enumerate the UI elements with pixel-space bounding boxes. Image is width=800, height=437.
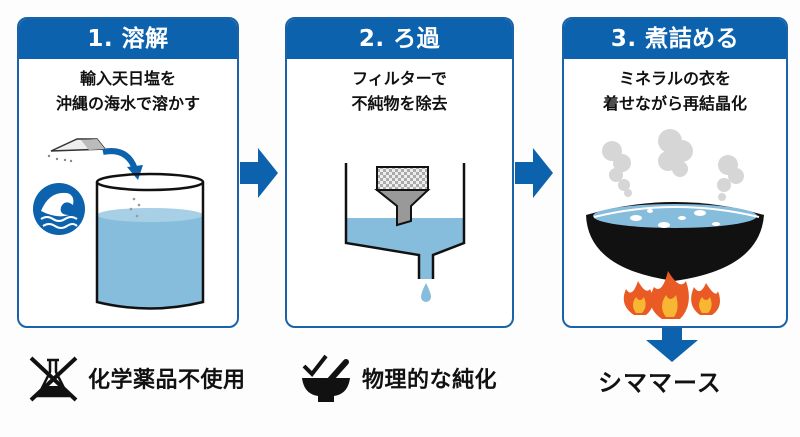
vessel-icon: [344, 163, 466, 279]
filter-icon: [374, 166, 431, 227]
step-2-title: 2. ろ過: [287, 19, 512, 59]
result-product-name: シママース: [598, 369, 722, 397]
step-3-title: 3. 煮詰める: [564, 19, 786, 59]
step-3-card: 3. 煮詰める ミネラルの衣を 着せながら再結晶化: [562, 17, 788, 328]
step-1-card: 1. 溶解 輸入天日塩を 沖縄の海水で溶かす: [17, 17, 239, 328]
step-3-description: ミネラルの衣を 着せながら再結晶化: [602, 69, 747, 113]
pour-arrow-icon: [102, 148, 138, 171]
mortar-check-icon: [302, 354, 350, 402]
feature-label: 化学薬品不使用: [88, 368, 246, 393]
feature-physical-purification: 物理的な純化: [300, 352, 497, 404]
arrow-right-icon: [240, 148, 278, 198]
arrow-down-icon: [646, 328, 698, 362]
feature-label: 物理的な純化: [362, 368, 498, 393]
salt-pile-icon: [47, 138, 107, 163]
arrow-right-icon: [515, 148, 553, 198]
fire-icon: [623, 271, 720, 319]
step-2-card: 2. ろ過 フィルターで 不純物を除去: [285, 17, 514, 328]
step-2-description: フィルターで 不純物を除去: [351, 69, 448, 113]
step-1-title: 1. 溶解: [19, 19, 237, 59]
boiling-pot-icon: [586, 202, 764, 281]
step-1-description: 輸入天日塩を 沖縄の海水で溶かす: [55, 69, 200, 113]
feature-no-chemicals: 化学薬品不使用: [28, 352, 246, 404]
no-chemicals-icon: [29, 356, 78, 402]
steam-icon: [602, 129, 744, 201]
beaker-icon: [95, 172, 205, 310]
wave-icon: [33, 183, 85, 235]
water-drop-icon: [421, 283, 431, 302]
